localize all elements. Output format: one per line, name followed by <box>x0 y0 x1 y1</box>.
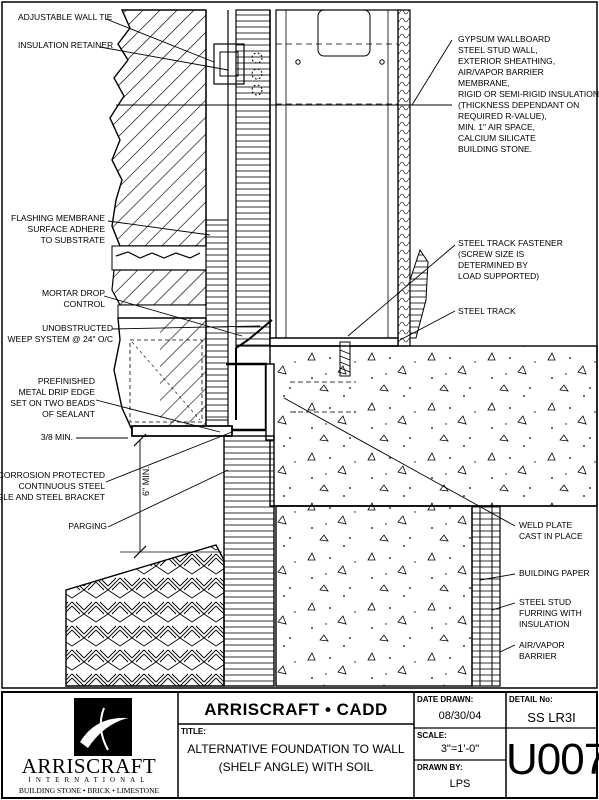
leader-lines-right <box>116 39 516 653</box>
arriscraft-logo-icon <box>74 698 132 756</box>
dim-6-min: 6" MIN. <box>141 466 151 496</box>
label-adjustable-wall-tie: ADJUSTABLE WALL TIE <box>18 12 113 22</box>
detail-number: U007 <box>506 735 599 784</box>
label-three-eighths-min: 3/8 MIN. <box>40 432 73 442</box>
label-building-paper: BUILDING PAPER <box>519 568 590 578</box>
label-steel-track: STEEL TRACK <box>458 306 516 316</box>
logo-sub: INTERNATIONAL <box>28 776 150 784</box>
date-value: 08/30/04 <box>438 710 482 722</box>
leader-lines-left <box>76 18 261 528</box>
title-line-2: (SHELF ANGLE) WITH SOIL <box>218 760 374 774</box>
title-line-1: ALTERNATIVE FOUNDATION TO WALL <box>187 742 405 756</box>
section-drawing: 6" MIN. <box>1 1 598 689</box>
logo-word: ARRISCRAFT <box>21 754 157 778</box>
scale-label: SCALE: <box>417 731 447 740</box>
date-label: DATE DRAWN: <box>417 695 474 704</box>
drawn-label: DRAWN BY: <box>417 763 463 772</box>
detail-code: SS LR3I <box>527 710 576 725</box>
label-track-fastener: STEEL TRACK FASTENER(SCREW SIZE IS DETER… <box>458 238 563 281</box>
logo-tagline: BUILDING STONE • BRICK • LIMESTONE <box>18 786 160 795</box>
label-insulation-retainer: INSULATION RETAINER <box>18 40 114 50</box>
soil-fill <box>65 544 225 687</box>
company-header: ARRISCRAFT • CADD <box>204 700 388 719</box>
title-label: TITLE: <box>181 727 206 736</box>
title-block-frame <box>1 691 598 799</box>
drawn-value: LPS <box>449 778 471 790</box>
title-block: ARRISCRAFT INTERNATIONAL BUILDING STONE … <box>0 690 599 800</box>
scale-value: 3"=1'-0" <box>440 743 480 755</box>
stone-veneer-upper <box>109 9 207 247</box>
label-parging: PARGING <box>68 521 107 531</box>
detail-label: DETAIL No: <box>509 695 553 704</box>
